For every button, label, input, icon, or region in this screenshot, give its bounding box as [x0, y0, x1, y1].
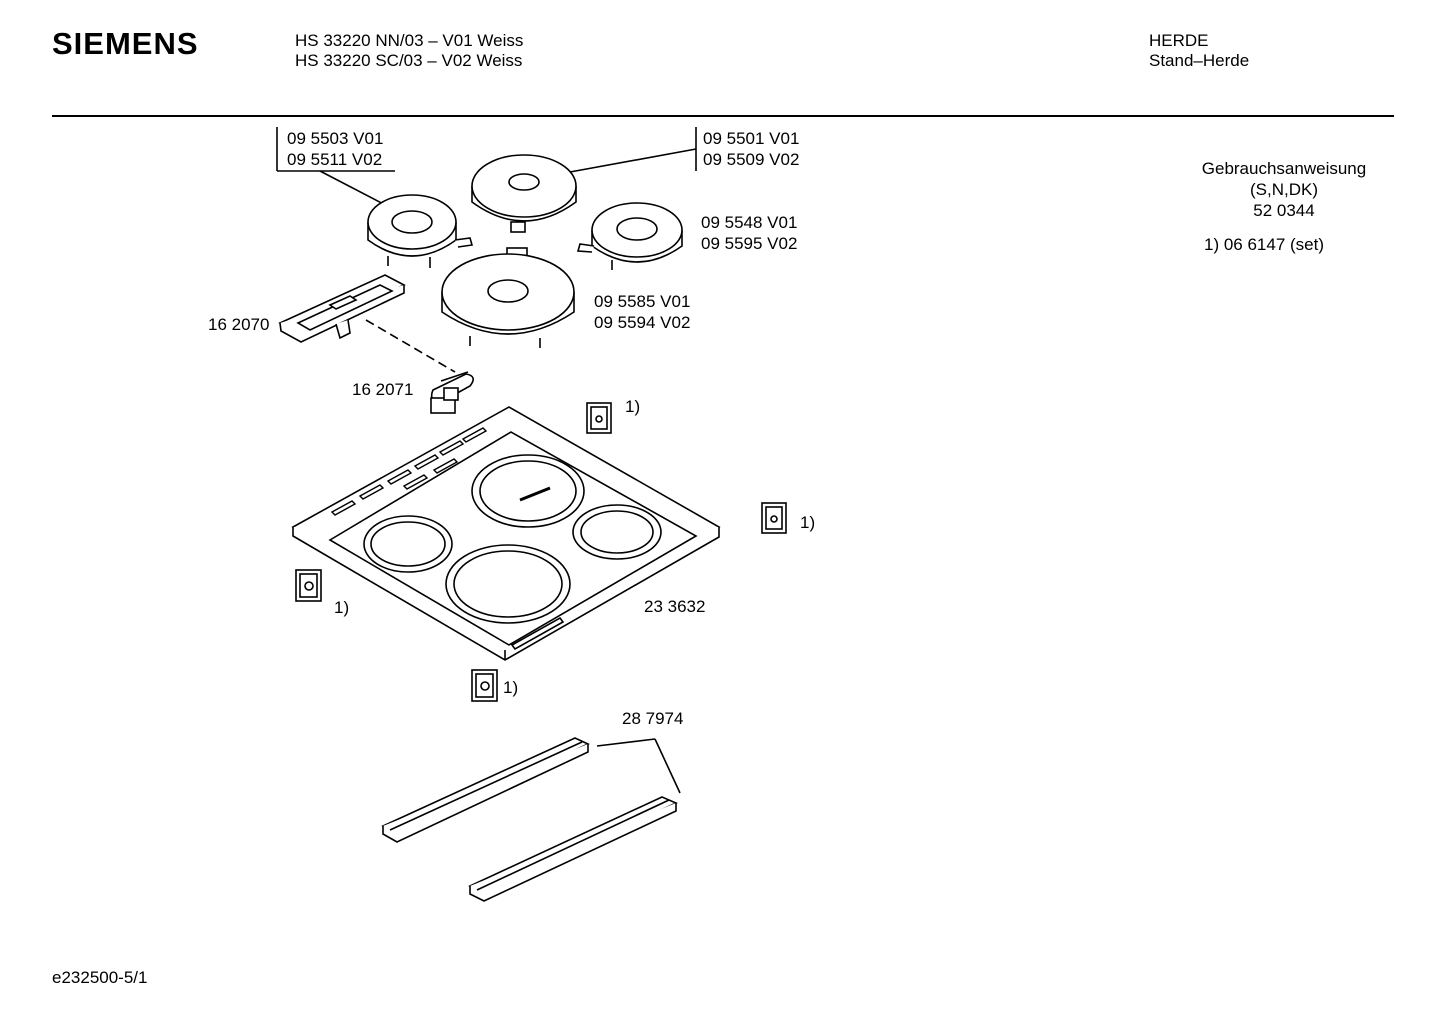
hotplate-large-back — [471, 154, 577, 233]
hotplate-large-front — [441, 247, 575, 348]
bracket-part — [430, 371, 474, 414]
label-clip-right: 1) — [800, 513, 816, 532]
label-cooktop: 23 3632 — [644, 597, 706, 616]
label-plate-small-left-v02: 09 5511 V02 — [287, 150, 383, 169]
cooktop-frame-part — [291, 406, 721, 661]
label-rails: 28 7974 — [622, 709, 684, 728]
manual-number: 52 0344 — [1253, 201, 1315, 220]
rail-lower — [468, 796, 678, 902]
manual-label: Gebrauchsanweisung — [1201, 159, 1367, 178]
label-clip-left: 1) — [334, 598, 350, 617]
label-panel: 16 2070 — [208, 315, 270, 334]
model-line-2: HS 33220 SC/03 – V02 Weiss — [295, 51, 523, 70]
hotplate-small-right — [576, 202, 683, 270]
brand-logo: SIEMENS — [52, 26, 199, 61]
label-plate-large-front-v02: 09 5594 V02 — [594, 313, 691, 332]
category-title: HERDE — [1149, 31, 1209, 50]
subcategory-title: Stand–Herde — [1149, 51, 1250, 70]
control-panel-part — [278, 274, 456, 373]
set-note: 1) 06 6147 (set) — [1204, 235, 1325, 254]
clip-right — [761, 502, 787, 534]
label-plate-large-back-v01: 09 5501 V01 — [703, 129, 800, 148]
drawing-id: e232500-5/1 — [52, 968, 148, 987]
leader-plate-large-back — [569, 127, 697, 173]
label-plate-small-left-v01: 09 5503 V01 — [287, 129, 384, 148]
rail-upper — [381, 737, 590, 843]
label-plate-large-back-v02: 09 5509 V02 — [703, 150, 800, 169]
model-line-1: HS 33220 NN/03 – V01 Weiss — [295, 31, 524, 50]
hotplate-small-left — [367, 194, 474, 268]
label-clip-bottom: 1) — [503, 678, 519, 697]
leader-rails — [596, 738, 681, 794]
header-divider — [52, 115, 1394, 117]
clip-bottom — [471, 669, 498, 702]
label-bracket: 16 2071 — [352, 380, 414, 399]
label-clip-top: 1) — [625, 397, 641, 416]
label-plate-small-right-v02: 09 5595 V02 — [701, 234, 798, 253]
label-plate-large-front-v01: 09 5585 V01 — [594, 292, 691, 311]
label-plate-small-right-v01: 09 5548 V01 — [701, 213, 798, 232]
clip-left — [295, 569, 322, 602]
manual-langs: (S,N,DK) — [1250, 180, 1318, 199]
clip-top — [586, 402, 612, 434]
